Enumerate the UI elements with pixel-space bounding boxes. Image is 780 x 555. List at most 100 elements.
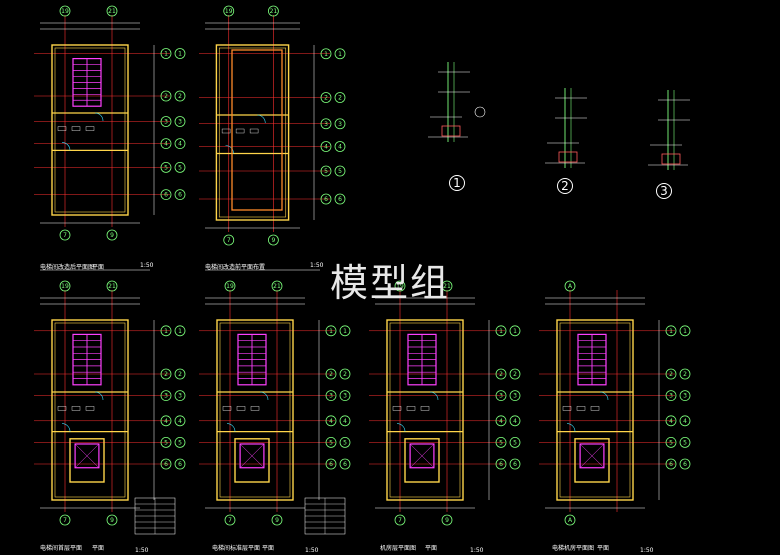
bottom-plan-1-row-bubble-2 <box>174 415 186 427</box>
bottom-plan-1-row-bubble-2 <box>174 390 186 402</box>
plan-ratio-bottom-4: 1:50 <box>640 547 654 554</box>
bottom-plan-2-label-box <box>222 406 232 411</box>
top-plan-1-row-bubble-label: 5 <box>164 164 168 171</box>
detail-1-target <box>474 106 486 118</box>
bottom-plan-1-row-bubble-label: 2 <box>164 371 168 378</box>
bottom-plan-2-top-bubble-label: 21 <box>273 283 281 290</box>
bottom-plan-4-row-bubble-2-label: 4 <box>683 418 687 425</box>
bottom-plan-2-top-bubble-label: 19 <box>226 283 234 290</box>
bottom-plan-3-row-bubble-2 <box>509 390 521 402</box>
bottom-plan-2-row-bubble-2-label: 1 <box>343 328 347 335</box>
bottom-plan-2-label-box <box>250 406 260 411</box>
bottom-plan-2-row-bubble <box>325 415 337 427</box>
top-plan-2-row-bubble-label: 1 <box>324 51 328 58</box>
plan-caption-bottom-1: 电梯间首层平面 <box>40 545 83 552</box>
bottom-plan-1-row-bubble-2-label: 1 <box>178 328 182 335</box>
detail-number-3: 3 <box>656 183 672 199</box>
bottom-plan-1-bottom-bubble <box>106 514 118 526</box>
bottom-plan-2-elevator-x <box>239 443 265 468</box>
bottom-plan-4-row-bubble-2 <box>679 390 691 402</box>
bottom-plan-4-row-bubble-2-label: 1 <box>683 328 687 335</box>
bottom-plan-1-row-bubble <box>160 415 172 427</box>
bottom-plan-3-row-bubble <box>495 325 507 337</box>
top-plan-2-row-bubble-2-label: 1 <box>338 51 342 58</box>
bottom-plan-3-row-bubble-label: 6 <box>499 461 503 468</box>
bottom-plan-3-elevator-car <box>409 443 435 469</box>
bottom-plan-2-bottom-bubble <box>224 514 236 526</box>
top-plan-2-label-box <box>235 128 245 134</box>
top-plan-2-row-bubble-2-label: 2 <box>338 95 342 102</box>
bottom-plan-2-top-bubble <box>271 280 283 292</box>
bottom-plan-2-row-bubble-label: 3 <box>329 393 333 400</box>
bottom-plan-1-label-box <box>85 406 95 411</box>
bottom-plan-3-label-box <box>392 406 402 411</box>
bottom-plan-1-row-bubble-2-label: 6 <box>178 461 182 468</box>
top-plan-2-door-arc <box>225 145 234 154</box>
bottom-plan-1-inner-wall <box>54 322 126 498</box>
top-plan-1-row-bubble-2-label: 4 <box>178 141 182 148</box>
plan-scale-bottom-3: 平面 <box>425 545 438 552</box>
bottom-plan-3-row-bubble-2 <box>509 415 521 427</box>
bottom-plan-1-door-arc <box>61 423 71 432</box>
bottom-plan-1-door-arc <box>94 391 104 401</box>
bottom-plan-3-row-bubble-2-label: 5 <box>513 439 517 446</box>
top-plan-2-top-bubble-label: 19 <box>225 8 233 15</box>
bottom-plan-3-row-bubble-2-label: 1 <box>513 328 517 335</box>
top-plan-1-row-bubble-2-label: 2 <box>178 93 182 100</box>
bottom-plan-4-row-bubble <box>665 415 677 427</box>
bottom-plan-4-row-bubble-2 <box>679 325 691 337</box>
top-plan-2-row-bubble-label: 2 <box>324 95 328 102</box>
top-plan-1-row-bubble-2-label: 6 <box>178 192 182 199</box>
top-plan-2-row-bubble <box>320 141 332 152</box>
top-plan-2-top-bubble <box>223 5 235 17</box>
bottom-plan-3-top-bubble-label: 19 <box>396 283 404 290</box>
bottom-plan-1-row-bubble-2 <box>174 368 186 380</box>
top-plan-2-row-bubble <box>320 118 332 130</box>
bottom-plan-2-bottom-bubble-label: 7 <box>228 517 232 524</box>
bottom-plan-3-top-bubble <box>441 280 453 292</box>
bottom-plan-4-elevator-x <box>579 443 605 468</box>
top-plan-1-top-bubble <box>59 5 71 17</box>
plan-caption-top-1: 电梯间改造后平面图 <box>40 264 95 271</box>
top-plan-2-orange-outline <box>231 49 283 211</box>
bottom-plan-4-row-bubble-2-label: 5 <box>683 439 687 446</box>
bottom-plan-2-row-bubble-2-label: 5 <box>343 439 347 446</box>
detail-number-1: 1 <box>449 175 465 191</box>
bottom-plan-1-row-bubble <box>160 458 172 470</box>
bottom-plan-4-row-bubble-2 <box>679 436 691 448</box>
bottom-plan-3-row-bubble <box>495 390 507 402</box>
top-plan-1-label-box <box>85 126 95 131</box>
bottom-plan-1-label-box <box>71 406 81 411</box>
bottom-plan-2-row-bubble-2 <box>339 325 351 337</box>
top-plan-1-bottom-bubble <box>59 229 71 241</box>
top-plan-2-bottom-bubble-label: 9 <box>271 237 275 244</box>
bottom-plan-3-door-arc <box>429 391 439 401</box>
bottom-plan-4-row-bubble-label: 5 <box>669 439 673 446</box>
bottom-plan-2-row-bubble-2-label: 3 <box>343 393 347 400</box>
bottom-plan-1-row-bubble <box>160 436 172 448</box>
bottom-plan-1-row-bubble-label: 3 <box>164 393 168 400</box>
bottom-plan-3-row-bubble-label: 1 <box>499 328 503 335</box>
bottom-plan-1-row-bubble-2 <box>174 325 186 337</box>
top-plan-2-row-bubble-2 <box>334 193 346 205</box>
top-plan-1-row-bubble <box>160 138 172 150</box>
top-plan-1-label-box <box>57 126 67 131</box>
bottom-plan-4-bottom-bubble <box>564 514 576 526</box>
top-plan-1-row-bubble-2 <box>174 90 186 102</box>
plan-caption-bottom-3: 机房层平面图 <box>380 545 417 552</box>
plan-ratio-top-2: 1:50 <box>310 262 324 269</box>
bottom-plan-2-inner-wall <box>219 322 291 498</box>
bottom-plan-1-elevator-x <box>74 443 100 468</box>
detail-1-base <box>441 125 461 137</box>
bottom-plan-1-elevator-shaft <box>69 438 105 483</box>
bottom-plan-4-bottom-bubble-label: A <box>568 517 573 524</box>
bottom-plan-2-outer-wall <box>216 319 294 501</box>
top-plan-1-row-bubble <box>160 161 172 173</box>
detail-2-base <box>558 151 578 163</box>
bottom-plan-2-row-bubble <box>325 390 337 402</box>
bottom-plan-1-row-bubble-2-label: 3 <box>178 393 182 400</box>
top-plan-2-row-bubble-2 <box>334 92 346 103</box>
top-plan-2-row-bubble <box>320 193 332 205</box>
bottom-plan-1-row-bubble <box>160 325 172 337</box>
